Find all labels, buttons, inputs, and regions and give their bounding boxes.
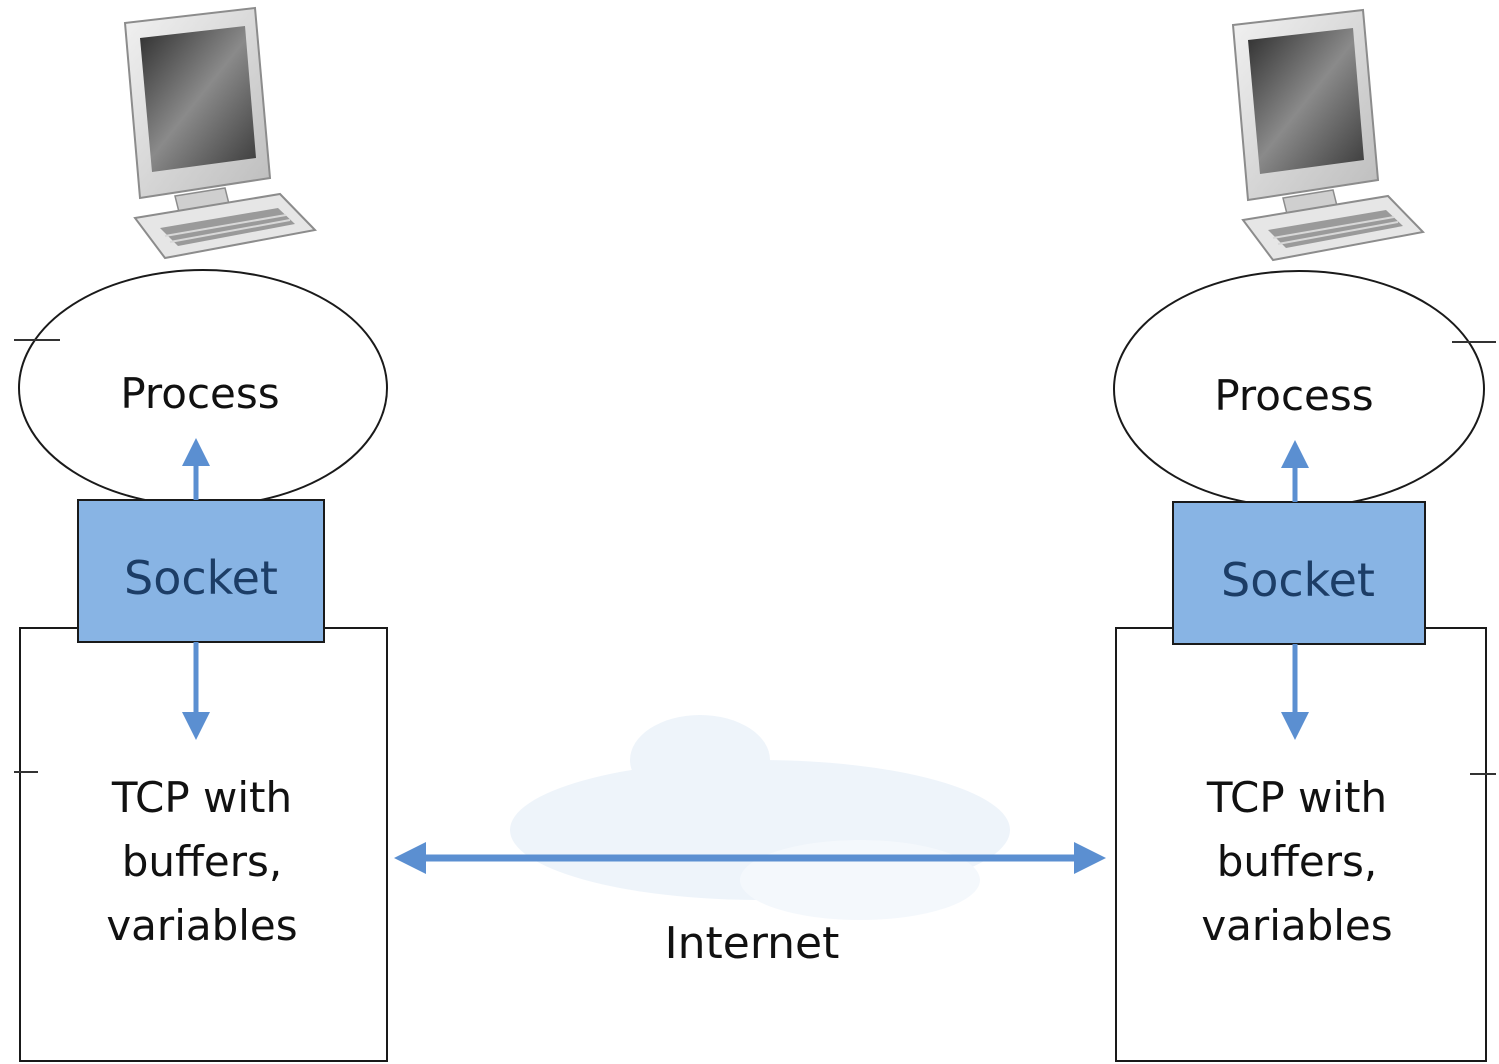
watermark-logo [510, 715, 1010, 920]
tcp-label-line-1: TCP with [1206, 773, 1387, 822]
tcp-label-line-2: buffers, [122, 837, 283, 886]
internet-arrowhead-right [1074, 842, 1106, 874]
tcp-box [19, 627, 388, 1062]
tcp-box [1115, 627, 1487, 1062]
left-host: Process TCP with buffers, variables Sock… [14, 6, 388, 1062]
process-label: Process [1214, 371, 1373, 420]
arrow-socket-to-tcp [1281, 644, 1309, 740]
arrow-socket-to-process [182, 438, 210, 500]
tcp-label-line-2: buffers, [1217, 837, 1378, 886]
desktop-computer-icon [123, 6, 318, 260]
socket-label: Socket [1221, 553, 1375, 607]
tcp-label-line-1: TCP with [111, 773, 292, 822]
socket-label: Socket [124, 551, 278, 605]
arrow-socket-to-process [1281, 440, 1309, 502]
tcp-label-line-3: variables [106, 901, 297, 950]
socket-box [77, 499, 325, 643]
internet-arrowhead-left [394, 842, 426, 874]
socket-box [1172, 501, 1426, 645]
tcp-label-line-3: variables [1201, 901, 1392, 950]
process-label: Process [120, 369, 279, 418]
desktop-computer-icon [1231, 8, 1426, 262]
internet-label: Internet [665, 918, 840, 969]
right-host: Process TCP with buffers, variables Sock… [1113, 8, 1496, 1062]
internet-link: Internet [394, 842, 1106, 969]
arrow-socket-to-tcp [182, 642, 210, 740]
